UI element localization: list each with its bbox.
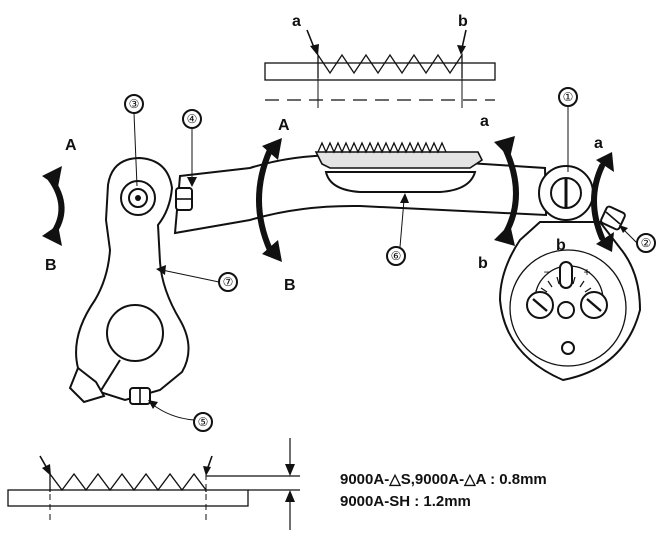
svg-text:⑥: ⑥ bbox=[391, 249, 402, 263]
label-center-A: A bbox=[278, 117, 290, 134]
bracket-inner-face bbox=[509, 249, 627, 367]
dial-minus-sign: − bbox=[543, 265, 550, 279]
top-arrow-b-shaft bbox=[461, 29, 467, 49]
svg-text:③: ③ bbox=[129, 97, 140, 111]
left-rocker-arm bbox=[68, 156, 193, 405]
dial-right-screw-slot bbox=[586, 298, 602, 312]
top-arrow-b-head bbox=[457, 45, 466, 55]
feed-dog-base bbox=[324, 171, 477, 193]
rocker-clamp-slit bbox=[99, 359, 121, 393]
label-top-b: b bbox=[458, 13, 468, 30]
svg-text:②: ② bbox=[641, 236, 652, 250]
svg-text:⑦: ⑦ bbox=[223, 275, 234, 289]
callout-5: ⑤ bbox=[148, 400, 213, 432]
rocker-clamp-boss bbox=[68, 366, 106, 404]
bracket-small-hole bbox=[561, 341, 575, 355]
top-throat-plate bbox=[264, 62, 496, 81]
top-feed-dog-detail: a b bbox=[264, 13, 496, 108]
feed-dog-teeth bbox=[317, 141, 447, 154]
arrow-center-feed-bar bbox=[256, 138, 282, 262]
rocker-shaft-hole bbox=[106, 304, 164, 362]
callout-3: ③ bbox=[124, 94, 144, 187]
clamp-screw-2-slot bbox=[605, 211, 621, 225]
svg-text:①: ① bbox=[563, 90, 574, 104]
height-note-line-2: 9000A-SH : 1.2mm bbox=[340, 493, 471, 510]
callout-6: ⑥ bbox=[386, 193, 409, 266]
dial-plus-sign: + bbox=[583, 265, 590, 279]
top-feed-dog-teeth bbox=[317, 52, 463, 78]
right-eccentric-bracket: − + bbox=[498, 165, 642, 382]
feed-mechanism: − + A bbox=[42, 87, 656, 432]
feed-dog-body bbox=[314, 151, 484, 169]
arrow-eccentric-shaft bbox=[591, 152, 614, 252]
bottom-feed-dog-height-detail: 9000A-△S,9000A-△A : 0.8mm 9000A-SH : 1.2… bbox=[7, 438, 547, 530]
top-arrow-a-head bbox=[310, 44, 319, 56]
label-left-B: B bbox=[45, 257, 57, 274]
label-right-a-left: a bbox=[480, 113, 489, 130]
height-note-line-1: 9000A-△S,9000A-△A : 0.8mm bbox=[340, 471, 547, 488]
arrow-left-rocker bbox=[42, 166, 65, 246]
bottom-feed-dog-teeth bbox=[49, 472, 207, 492]
callout-7: ⑦ bbox=[156, 265, 238, 292]
callout-4: ④ bbox=[182, 109, 202, 187]
rocker-hub-inner bbox=[128, 188, 148, 208]
callout-1: ① bbox=[558, 87, 578, 172]
callout-2: ② bbox=[619, 225, 656, 253]
svg-text:④: ④ bbox=[187, 112, 198, 126]
dial-indicator-slot bbox=[559, 261, 573, 289]
rocker-hub-center bbox=[135, 195, 141, 201]
svg-text:⑤: ⑤ bbox=[198, 415, 209, 429]
dial-center-pin bbox=[557, 301, 575, 319]
label-right-b-right: b bbox=[556, 237, 566, 254]
label-center-B: B bbox=[284, 277, 296, 294]
bracket-plate bbox=[498, 221, 642, 382]
label-top-a: a bbox=[292, 13, 301, 30]
label-right-b-left: b bbox=[478, 255, 488, 272]
dial-left-screw-slot bbox=[532, 298, 548, 312]
arrow-feed-bar-right bbox=[494, 136, 519, 246]
label-right-a-right: a bbox=[594, 135, 603, 152]
bottom-throat-plate bbox=[7, 489, 249, 507]
feed-dog bbox=[314, 141, 484, 193]
label-left-A: A bbox=[65, 137, 77, 154]
